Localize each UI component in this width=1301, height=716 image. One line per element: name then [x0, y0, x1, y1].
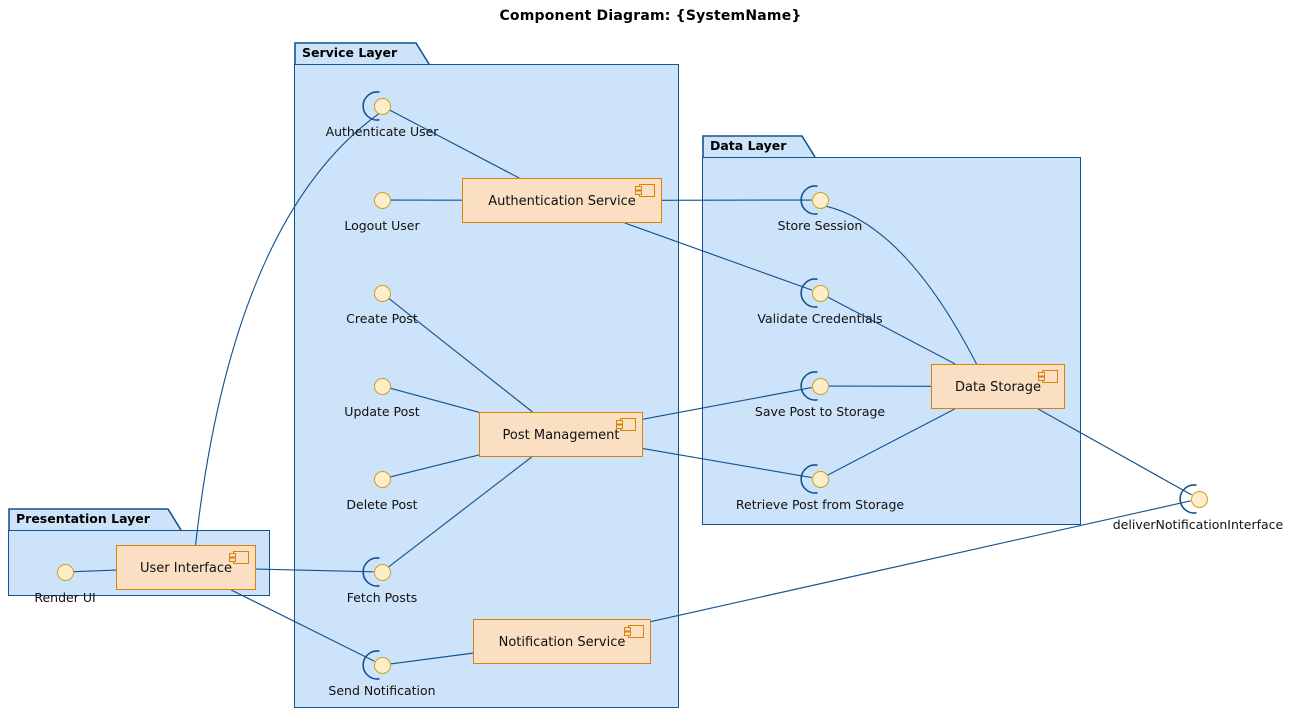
provided-interface-ball-icon[interactable] [373, 191, 391, 209]
provided-interface-ball-icon[interactable] [373, 284, 391, 302]
connector-data-storage-to-deliver-notification [1037, 408, 1192, 496]
provided-interface-ball-icon[interactable] [811, 191, 829, 209]
connector-validate-credentials-to-data-storage [827, 296, 956, 365]
connector-authenticate-user-to-auth-svc [389, 109, 520, 179]
component-label: User Interface [140, 561, 232, 576]
connector-store-session-to-data-storage [825, 205, 978, 365]
connector-notif-svc-to-deliver-notification [650, 500, 1191, 623]
provided-interface-ball-icon[interactable] [373, 563, 391, 581]
provided-interface-ball-icon[interactable] [1190, 490, 1208, 508]
provided-interface-ball-icon[interactable] [373, 656, 391, 674]
page-title: Component Diagram: {SystemName} [499, 8, 802, 24]
component-post-management[interactable]: Post Management [479, 412, 643, 457]
component-label: Post Management [502, 428, 620, 443]
component-label: Notification Service [498, 635, 626, 650]
component-user-interface[interactable]: User Interface [116, 545, 256, 590]
connector-post-mgmt-to-save-post [642, 386, 812, 420]
provided-interface-ball-icon[interactable] [373, 97, 391, 115]
component-notification-service[interactable]: Notification Service [473, 619, 651, 664]
connector-auth-svc-to-validate-credentials [624, 222, 813, 291]
connector-create-post-to-post-mgmt [388, 297, 533, 413]
connector-render-ui-to-ui [73, 569, 117, 573]
connector-retrieve-post-to-data-storage [827, 408, 955, 476]
provided-interface-ball-icon[interactable] [811, 377, 829, 395]
component-icon [616, 418, 636, 431]
connector-ui-to-authenticate-user [194, 113, 380, 546]
connector-fetch-posts-to-post-mgmt [388, 456, 533, 568]
component-icon [1038, 370, 1058, 383]
provided-interface-ball-icon[interactable] [811, 284, 829, 302]
component-authentication-service[interactable]: Authentication Service [462, 178, 662, 223]
connector-send-notification-to-notif-svc [390, 652, 474, 665]
component-icon [229, 551, 249, 564]
connector-post-mgmt-to-retrieve-post [642, 448, 812, 479]
provided-interface-ball-icon[interactable] [56, 563, 74, 581]
connector-ui-to-fetch-posts [255, 568, 374, 573]
component-label: Data Storage [954, 380, 1042, 395]
provided-interface-ball-icon[interactable] [373, 470, 391, 488]
provided-interface-ball-icon[interactable] [811, 470, 829, 488]
connector-ui-to-send-notification [230, 589, 375, 662]
component-label: Authentication Service [488, 194, 636, 209]
connector-update-post-to-post-mgmt [390, 387, 480, 413]
connector-delete-post-to-post-mgmt [390, 454, 480, 478]
component-icon [635, 184, 655, 197]
component-data-storage[interactable]: Data Storage [931, 364, 1065, 409]
component-icon [624, 625, 644, 638]
provided-interface-ball-icon[interactable] [373, 377, 391, 395]
